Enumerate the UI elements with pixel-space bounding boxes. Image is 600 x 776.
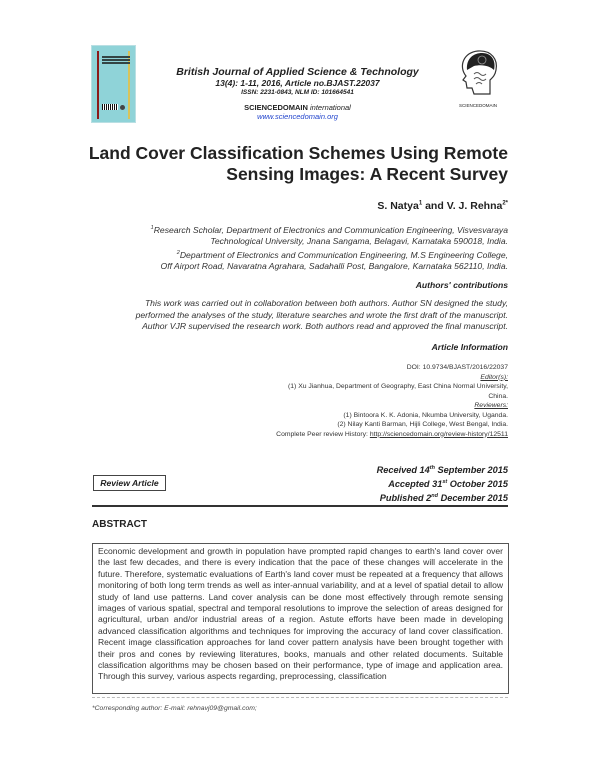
affiliation-1: 1Research Scholar, Department of Electro… bbox=[151, 223, 508, 236]
reviewer-entry: (1) Bintoora K. K. Adonia, Nkumba Univer… bbox=[343, 411, 508, 419]
published-date: Published 2nd December 2015 bbox=[377, 490, 508, 504]
date-text: September 2015 bbox=[434, 465, 508, 476]
abstract-heading: ABSTRACT bbox=[92, 519, 147, 530]
cover-stripe bbox=[128, 51, 130, 119]
editor-entry: (1) Xu Jianhua, Department of Geography,… bbox=[288, 383, 508, 390]
contributions-line: This work was carried out in collaborati… bbox=[144, 298, 508, 308]
reviewers-label: Reviewers: bbox=[474, 402, 508, 409]
publisher-bold: SCIENCEDOMAIN bbox=[244, 103, 308, 112]
abstract-box: Economic development and growth in popul… bbox=[92, 543, 509, 694]
affiliation-sup: 1 bbox=[150, 225, 154, 231]
publication-dates: Received 14th September 2015 Accepted 31… bbox=[377, 462, 508, 504]
affiliations: 1Research Scholar, Department of Electro… bbox=[151, 223, 508, 273]
title-line-2: Sensing Images: A Recent Survey bbox=[226, 164, 508, 184]
reviewer-entry: (2) Nilay Kanti Barman, Hijli College, W… bbox=[337, 421, 508, 428]
brain-head-icon bbox=[461, 50, 497, 95]
date-sup: th bbox=[429, 465, 435, 471]
editors-label: Editor(s): bbox=[480, 373, 508, 381]
journal-cover-image bbox=[91, 45, 136, 123]
date-text: December 2015 bbox=[438, 493, 508, 504]
cover-logo-icon bbox=[120, 105, 125, 110]
author-list: S. Natya1 and V. J. Rehna2* bbox=[377, 200, 508, 212]
sciencedomain-logo-icon: SCIENCEDOMAIN bbox=[452, 46, 504, 108]
journal-name: British Journal of Applied Science & Tec… bbox=[176, 66, 419, 78]
author-join: and bbox=[422, 200, 447, 212]
date-text: October 2015 bbox=[447, 479, 508, 490]
contributions-heading: Authors' contributions bbox=[415, 280, 508, 290]
contributions-text: This work was carried out in collaborati… bbox=[78, 298, 508, 333]
editor-entry-cont: China. bbox=[488, 392, 508, 400]
cover-title-lines bbox=[102, 56, 130, 58]
review-history: Complete Peer review History: http://sci… bbox=[208, 430, 508, 440]
author-2-sup: 2* bbox=[502, 200, 508, 207]
title-line-1: Land Cover Classification Schemes Using … bbox=[88, 143, 508, 163]
cover-spine bbox=[97, 51, 99, 119]
contributions-line: Author VJR supervised the research work.… bbox=[142, 321, 508, 331]
publisher-italic: international bbox=[309, 103, 351, 112]
footnote-divider bbox=[92, 697, 508, 698]
affiliation-sup: 2 bbox=[176, 249, 180, 256]
journal-issn: ISSN: 2231-0843, NLM ID: 101664541 bbox=[241, 89, 354, 96]
article-info-heading: Article Information bbox=[431, 342, 508, 352]
date-text: Received 14 bbox=[376, 465, 430, 476]
affiliation-1-cont: Technological University, Jnana Sangama,… bbox=[210, 236, 508, 247]
date-sup: nd bbox=[431, 493, 439, 500]
journal-header: British Journal of Applied Science & Tec… bbox=[150, 66, 445, 121]
doi: DOI: 10.9734/BJAST/2016/22037 bbox=[406, 364, 508, 371]
contributions-line: performed the analyses of the study, lit… bbox=[135, 309, 508, 320]
review-history-label: Complete Peer review History: bbox=[276, 430, 370, 438]
section-divider bbox=[92, 505, 508, 507]
date-text: Accepted 31 bbox=[388, 479, 443, 490]
author-2: V. J. Rehna bbox=[446, 200, 503, 212]
article-type-badge: Review Article bbox=[93, 475, 166, 491]
affiliation-text: Research Scholar, Department of Electron… bbox=[153, 224, 508, 235]
author-1: S. Natya bbox=[377, 200, 419, 212]
affiliation-2-cont: Off Airport Road, Navaratna Agrahara, Sa… bbox=[160, 261, 508, 272]
received-date: Received 14th September 2015 bbox=[377, 462, 508, 476]
journal-citation: 13(4): 1-11, 2016, Article no.BJAST.2203… bbox=[215, 78, 380, 88]
paper-title: Land Cover Classification Schemes Using … bbox=[89, 143, 508, 185]
accepted-date: Accepted 31st October 2015 bbox=[377, 476, 508, 490]
corresponding-author-footnote: *Corresponding author: E-mail: rehnavj09… bbox=[92, 705, 257, 712]
barcode-icon bbox=[102, 104, 118, 110]
affiliation-2: 2Department of Electronics and Communica… bbox=[151, 248, 508, 261]
publisher-name: SCIENCEDOMAIN international bbox=[150, 103, 445, 112]
article-info: DOI: 10.9734/BJAST/2016/22037 Editor(s):… bbox=[208, 363, 508, 439]
logo-caption: SCIENCEDOMAIN bbox=[458, 103, 497, 108]
date-sup: st bbox=[442, 479, 448, 486]
affiliation-text: Department of Electronics and Communicat… bbox=[179, 249, 508, 260]
author-1-sup: 1 bbox=[418, 200, 423, 207]
date-text: Published 2 bbox=[379, 493, 432, 504]
publisher-url-link[interactable]: www.sciencedomain.org bbox=[257, 112, 338, 121]
review-history-link[interactable]: http://sciencedomain.org/review-history/… bbox=[369, 430, 508, 438]
